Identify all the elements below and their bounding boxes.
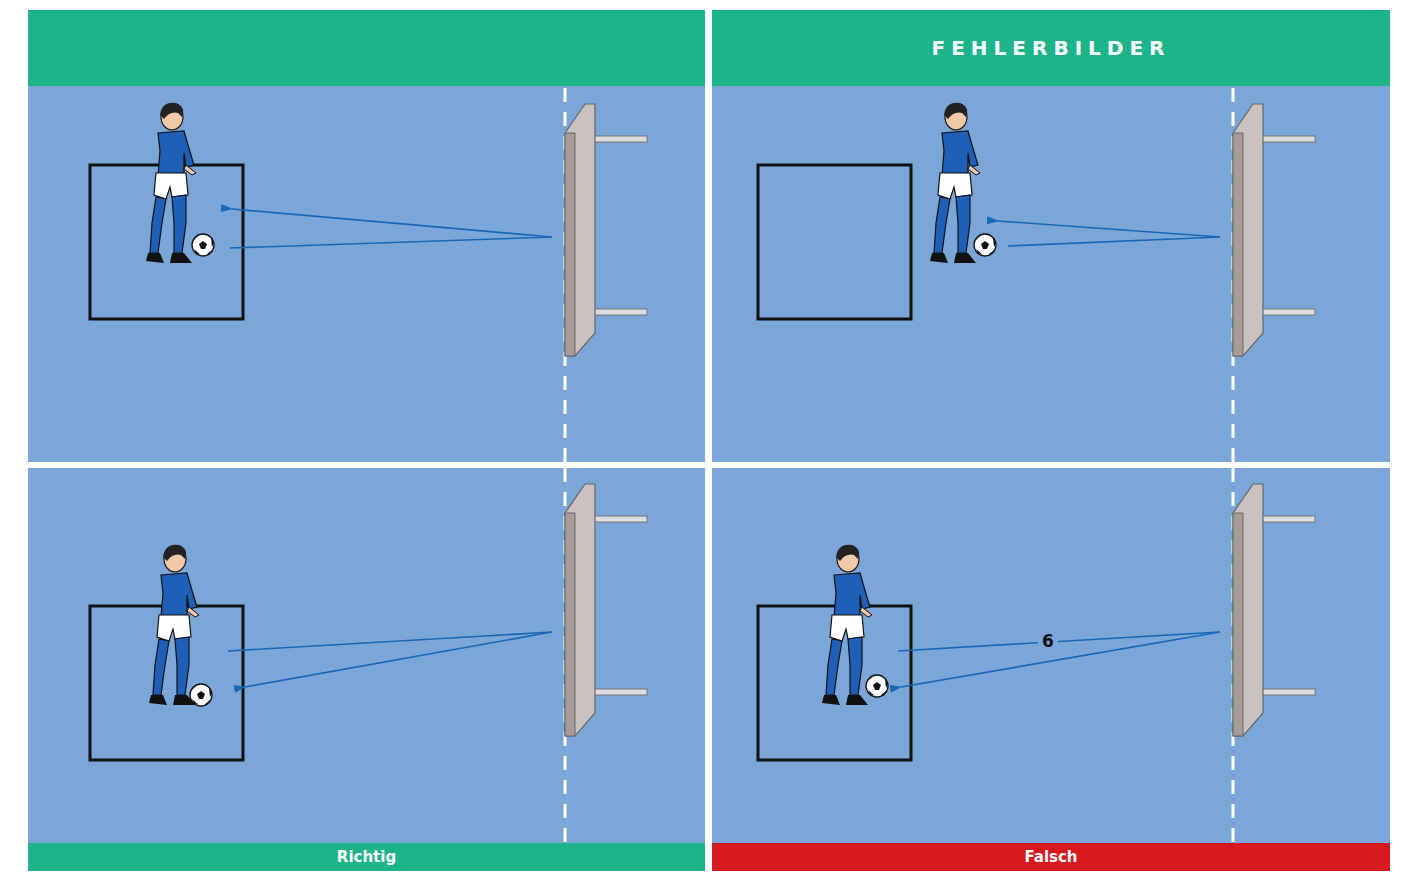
result-band: Falsch bbox=[712, 843, 1390, 871]
header-band: FEHLERBILDER bbox=[712, 10, 1390, 86]
band-text: Richtig bbox=[337, 848, 396, 866]
band-text: FEHLERBILDER bbox=[932, 36, 1171, 60]
band-text: Falsch bbox=[1024, 848, 1077, 866]
result-band: Richtig bbox=[28, 843, 705, 871]
distance-label: 6 bbox=[1038, 631, 1058, 651]
